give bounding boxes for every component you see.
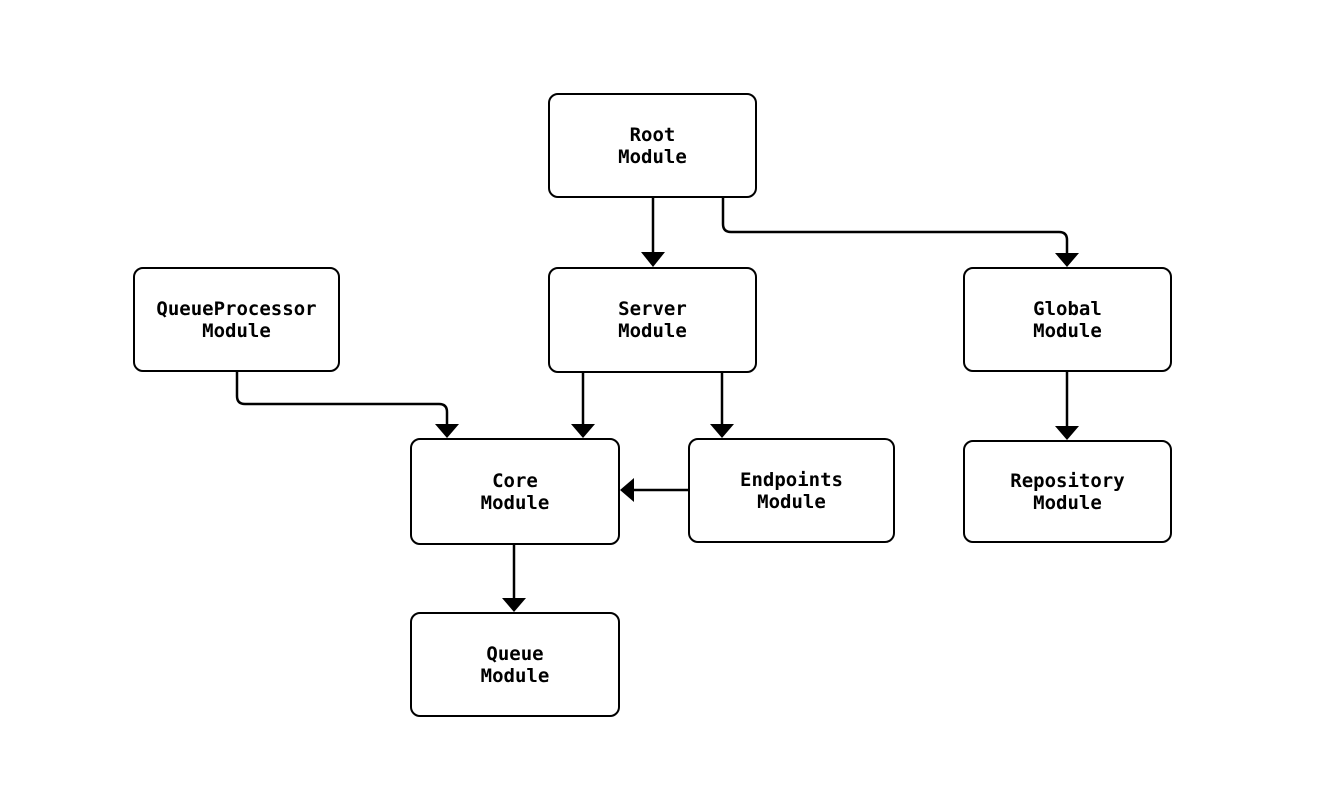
arrowhead-global-to-repository <box>1055 426 1079 440</box>
node-repository-module-line1: Repository <box>1010 469 1125 492</box>
node-global-module: Global Module <box>963 267 1172 372</box>
node-root-module-line1: Root <box>629 123 676 146</box>
arrowhead-endpoints-to-core <box>620 478 634 502</box>
node-server-module-line1: Server <box>618 298 687 320</box>
node-server-module-line2: Module <box>618 320 687 342</box>
node-endpoints-module: Endpoints Module <box>688 438 895 543</box>
node-endpoints-module-label: Endpoints Module <box>740 469 843 513</box>
arrowhead-core-to-queue <box>502 598 526 612</box>
arrowhead-server-to-core <box>571 424 595 438</box>
node-repository-module-line2: Module <box>1033 491 1102 514</box>
node-server-module-label: Server Module <box>618 298 687 342</box>
node-server-module: Server Module <box>548 267 757 373</box>
edge-queueprocessor-to-core <box>235 372 449 424</box>
arrowhead-root-to-global <box>1055 253 1079 267</box>
node-core-module-label: Core Module <box>481 470 550 514</box>
node-root-module-label: Root Module <box>618 124 687 168</box>
node-core-module-line2: Module <box>480 491 550 514</box>
node-queue-module-label: Queue Module <box>481 643 550 687</box>
node-global-module-label: Global Module <box>1033 298 1102 342</box>
node-queueprocessor-module-label: QueueProcessor Module <box>156 298 316 342</box>
edge-root-to-global <box>721 198 1069 253</box>
node-root-module: Root Module <box>548 93 757 198</box>
node-endpoints-module-line1: Endpoints <box>740 468 843 491</box>
arrowhead-queueprocessor-to-core <box>435 424 459 438</box>
node-queueprocessor-module-line1: QueueProcessor <box>156 297 317 320</box>
node-repository-module: Repository Module <box>963 440 1172 543</box>
node-global-module-line2: Module <box>1033 319 1102 342</box>
node-queue-module-line1: Queue <box>486 642 544 665</box>
node-core-module: Core Module <box>410 438 620 545</box>
arrowhead-server-to-endpoints <box>710 424 734 438</box>
node-repository-module-label: Repository Module <box>1010 470 1124 514</box>
node-endpoints-module-line2: Module <box>757 490 826 513</box>
arrowhead-root-to-server <box>641 252 665 267</box>
node-queue-module-line2: Module <box>480 664 550 687</box>
node-queueprocessor-module: QueueProcessor Module <box>133 267 340 372</box>
node-queue-module: Queue Module <box>410 612 620 717</box>
node-global-module-line1: Global <box>1033 297 1102 320</box>
node-root-module-line2: Module <box>618 145 687 168</box>
node-core-module-line1: Core <box>492 469 538 492</box>
node-queueprocessor-module-line2: Module <box>202 319 271 342</box>
